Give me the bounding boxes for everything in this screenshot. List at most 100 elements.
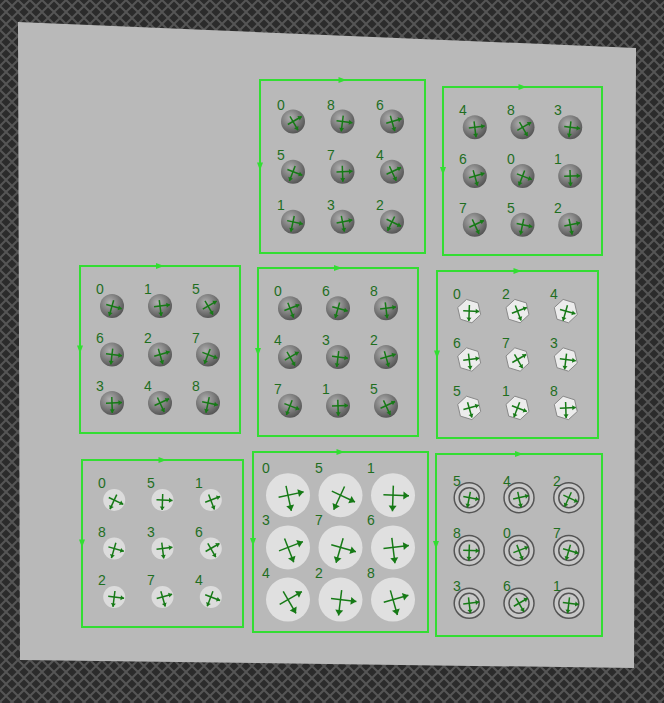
large-marker (319, 473, 363, 517)
hex-marker (554, 348, 577, 371)
axis-arrow (522, 354, 526, 358)
axis-arrow (211, 505, 216, 509)
ball-marker (463, 213, 487, 237)
axis-arrow (298, 172, 302, 177)
hex-marker (458, 348, 481, 371)
axis-arrow (294, 352, 298, 356)
axis-arrow (392, 177, 397, 181)
axis-arrow (398, 117, 402, 122)
marker-number: 0 (503, 526, 511, 540)
axis-arrow (576, 126, 580, 131)
frame-arrow (337, 449, 345, 455)
group-frame (80, 266, 240, 433)
axis-arrow (344, 355, 348, 360)
axis-arrow (568, 182, 573, 186)
axis-line (563, 495, 578, 502)
axis-arrow (466, 504, 471, 508)
hex-marker (554, 299, 577, 322)
frame-arrow (433, 541, 439, 549)
axis-arrow (290, 607, 297, 614)
axis-arrow (466, 317, 471, 321)
axis-arrow (120, 595, 124, 600)
axis-arrow (216, 495, 220, 500)
axis-arrow (169, 498, 173, 503)
marker-number: 7 (315, 513, 323, 527)
axis-arrow (288, 177, 293, 181)
marker-number: 0 (274, 284, 282, 298)
ball-marker (326, 296, 350, 320)
ring-marker (459, 488, 479, 508)
axis-arrow (166, 303, 170, 308)
axis-line (472, 219, 479, 234)
group-frame (437, 271, 598, 438)
axis-arrow (160, 408, 165, 412)
marker-number: 3 (554, 103, 562, 117)
marker-number: 2 (376, 198, 384, 212)
axis-arrow (402, 593, 408, 601)
ball-marker (196, 294, 220, 318)
axis-arrow (391, 401, 395, 406)
ball-marker (380, 110, 404, 134)
group-frame (443, 87, 602, 255)
axis-line (388, 216, 395, 230)
axis-arrow (291, 361, 295, 365)
axis-arrow (475, 356, 479, 361)
axis-arrow (528, 176, 532, 181)
axis-arrow (572, 358, 576, 363)
marker-number: 6 (453, 336, 461, 350)
axis-arrow (296, 540, 303, 547)
marker-number: 8 (327, 98, 335, 112)
marker-number: 8 (367, 566, 375, 580)
axis-line (469, 221, 484, 228)
axis-line (389, 166, 396, 181)
marker-number: 5 (147, 476, 155, 490)
axis-arrow (119, 501, 123, 506)
axis-arrow (111, 603, 116, 607)
axis-arrow (295, 304, 299, 309)
marker-number: 5 (315, 461, 323, 475)
axis-arrow (387, 227, 391, 231)
marker-number: 4 (274, 333, 282, 347)
marker-number: 8 (98, 525, 106, 539)
axis-arrow (160, 506, 165, 510)
marker-number: 4 (195, 573, 203, 587)
marker-number: 4 (144, 379, 152, 393)
marker-number: 1 (144, 282, 152, 296)
marker-number: 1 (195, 476, 203, 490)
hex-marker (506, 299, 529, 322)
axis-arrow (339, 128, 344, 132)
marker-number: 3 (322, 333, 330, 347)
axis-arrow (110, 409, 115, 413)
flat-marker (152, 538, 174, 560)
large-marker (319, 525, 363, 569)
axis-arrow (341, 228, 346, 232)
axis-arrow (384, 314, 389, 318)
marker-number: 8 (192, 379, 200, 393)
axis-arrow (565, 556, 570, 560)
marker-number: 6 (376, 98, 384, 112)
marker-number: 5 (453, 474, 461, 488)
axis-arrow (392, 608, 400, 614)
marker-number: 6 (367, 513, 375, 527)
ball-marker (558, 164, 582, 188)
axis-arrow (297, 489, 303, 497)
marker-number: 2 (502, 287, 510, 301)
axis-arrow (474, 182, 479, 186)
axis-arrow (349, 120, 353, 125)
axis-arrow (519, 364, 523, 368)
axis-arrow (289, 228, 294, 232)
ball-marker (511, 115, 535, 139)
axis-arrow (109, 505, 114, 509)
ball-marker (278, 394, 302, 418)
axis-line (387, 167, 402, 174)
axis-arrow (571, 310, 575, 315)
marker-number: 7 (192, 331, 200, 345)
ball-marker (511, 164, 535, 188)
axis-arrow (159, 360, 164, 364)
axis-arrow (519, 556, 524, 560)
ball-marker (331, 110, 355, 134)
axis-line (381, 402, 396, 409)
axis-arrow (392, 353, 396, 358)
axis-arrow (524, 132, 528, 136)
